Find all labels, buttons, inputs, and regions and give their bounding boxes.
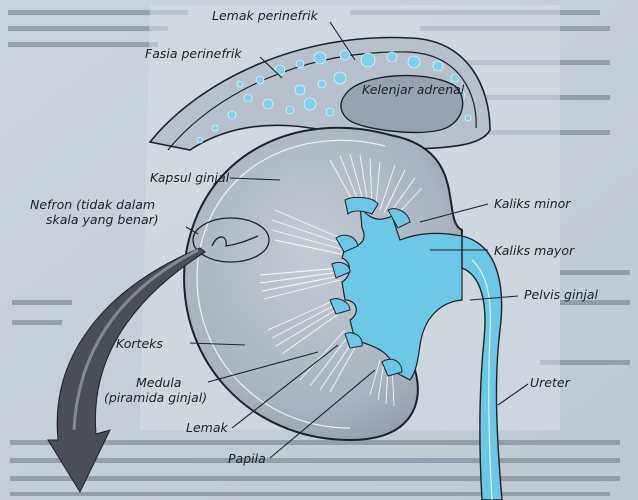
label-kaliks-mayor: Kaliks mayor bbox=[494, 243, 575, 258]
label-medula-1: Medula bbox=[136, 375, 181, 390]
label-papila: Papila bbox=[228, 451, 266, 466]
label-medula-2: (piramida ginjal) bbox=[104, 390, 207, 405]
label-kelenjar-adrenal: Kelenjar adrenal bbox=[362, 82, 465, 97]
label-lemak: Lemak bbox=[186, 420, 228, 435]
label-lemak-perinefrik: Lemak perinefrik bbox=[212, 8, 319, 23]
label-fasia-perinefrik: Fasia perinefrik bbox=[145, 46, 242, 61]
label-ureter: Ureter bbox=[530, 375, 571, 390]
label-pelvis-ginjal: Pelvis ginjal bbox=[524, 287, 599, 302]
label-kaliks-minor: Kaliks minor bbox=[494, 196, 571, 211]
label-korteks: Korteks bbox=[116, 336, 163, 351]
label-nefron-2: skala yang benar) bbox=[46, 212, 159, 227]
label-kapsul-ginjal: Kapsul ginjal bbox=[150, 170, 230, 185]
label-nefron-1: Nefron (tidak dalam bbox=[30, 197, 155, 212]
